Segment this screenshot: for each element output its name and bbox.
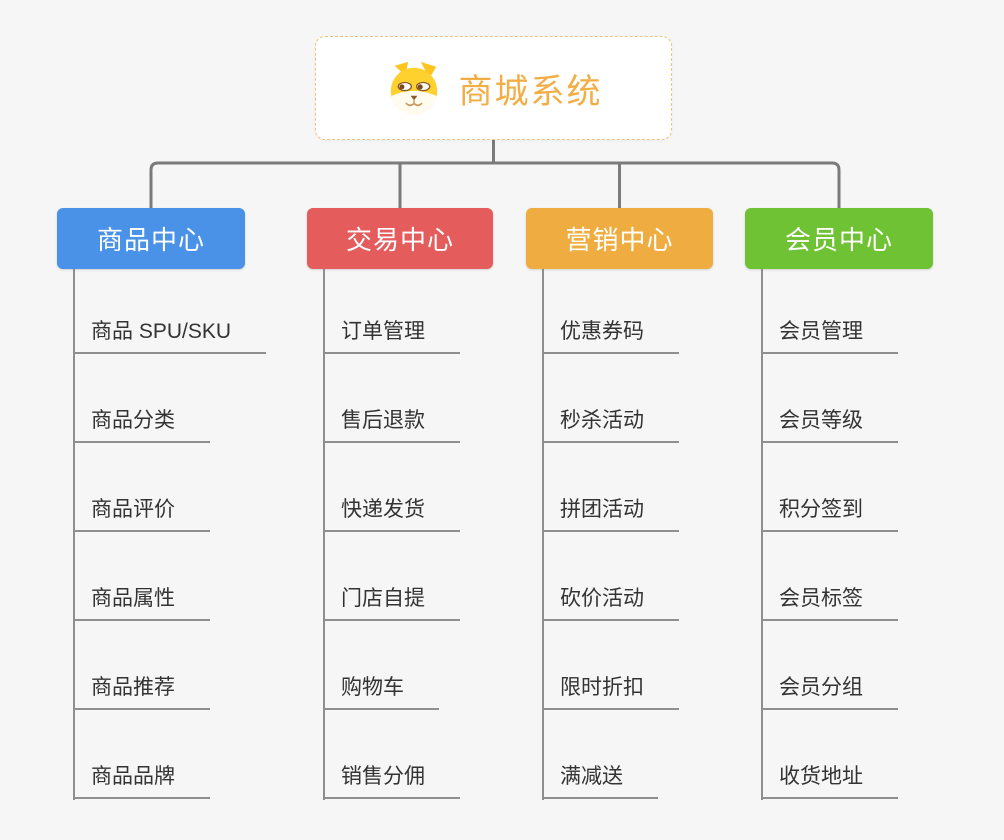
leaf-branch-line: [542, 269, 544, 800]
leaf-label: 积分签到: [761, 493, 898, 532]
root-node[interactable]: 商城系统: [315, 36, 672, 140]
leaf-item[interactable]: 商品推荐: [73, 621, 317, 710]
leaf-label: 砍价活动: [542, 582, 679, 621]
leaf-item[interactable]: 限时折扣: [542, 621, 786, 710]
leaf-branch-line: [323, 269, 325, 800]
leaf-item[interactable]: 购物车: [323, 621, 567, 710]
leaf-label: 商品评价: [73, 493, 210, 532]
leaf-item[interactable]: 销售分佣: [323, 710, 567, 799]
leaf-item[interactable]: 满减送: [542, 710, 786, 799]
leaf-branch-line: [761, 269, 763, 800]
leaf-item[interactable]: 售后退款: [323, 354, 567, 443]
leaf-item[interactable]: 商品分类: [73, 354, 317, 443]
leaf-column-marketing: 优惠券码 秒杀活动 拼团活动 砍价活动 限时折扣 满减送: [526, 269, 786, 800]
branch-label: 交易中心: [345, 225, 454, 255]
leaf-item[interactable]: 积分签到: [761, 443, 1004, 532]
leaf-label: 快递发货: [323, 493, 460, 532]
leaf-branch-line: [73, 269, 75, 800]
leaf-label: 满减送: [542, 760, 658, 799]
leaf-item[interactable]: 秒杀活动: [542, 354, 786, 443]
leaf-item[interactable]: 收货地址: [761, 710, 1004, 799]
leaf-label: 优惠券码: [542, 315, 679, 354]
leaf-label: 商品推荐: [73, 671, 210, 710]
leaf-item[interactable]: 优惠券码: [542, 269, 786, 354]
dog-face-icon: [390, 61, 437, 115]
leaf-item[interactable]: 会员分组: [761, 621, 1004, 710]
root-title: 商城系统: [458, 72, 603, 111]
leaf-item[interactable]: 快递发货: [323, 443, 567, 532]
leaf-label: 订单管理: [323, 315, 460, 354]
branch-label: 商品中心: [96, 225, 205, 255]
leaf-label: 会员标签: [761, 582, 898, 621]
leaf-item[interactable]: 门店自提: [323, 532, 567, 621]
leaf-label: 销售分佣: [323, 760, 460, 799]
branch-node-product-center[interactable]: 商品中心: [57, 208, 245, 269]
branch-label: 会员中心: [784, 225, 893, 255]
leaf-label: 购物车: [323, 671, 439, 710]
leaf-label: 商品分类: [73, 404, 210, 443]
leaf-column-product: 商品 SPU/SKU 商品分类 商品评价 商品属性 商品推荐 商品品牌: [57, 269, 317, 800]
leaf-item[interactable]: 砍价活动: [542, 532, 786, 621]
branch-node-marketing-center[interactable]: 营销中心: [526, 208, 713, 269]
leaf-item[interactable]: 会员管理: [761, 269, 1004, 354]
leaf-label: 门店自提: [323, 582, 460, 621]
leaf-label: 商品属性: [73, 582, 210, 621]
leaf-item[interactable]: 会员标签: [761, 532, 1004, 621]
leaf-label: 拼团活动: [542, 493, 679, 532]
leaf-item[interactable]: 拼团活动: [542, 443, 786, 532]
leaf-label: 会员分组: [761, 671, 898, 710]
leaf-column-trade: 订单管理 售后退款 快递发货 门店自提 购物车 销售分佣: [307, 269, 567, 800]
leaf-label: 商品 SPU/SKU: [73, 315, 267, 354]
leaf-item[interactable]: 订单管理: [323, 269, 567, 354]
leaf-item[interactable]: 商品品牌: [73, 710, 317, 799]
branch-node-trade-center[interactable]: 交易中心: [307, 208, 493, 269]
leaf-label: 秒杀活动: [542, 404, 679, 443]
leaf-label: 限时折扣: [542, 671, 679, 710]
leaf-label: 售后退款: [323, 404, 460, 443]
branch-node-member-center[interactable]: 会员中心: [745, 208, 933, 269]
leaf-label: 会员等级: [761, 404, 898, 443]
leaf-column-member: 会员管理 会员等级 积分签到 会员标签 会员分组 收货地址: [745, 269, 1004, 800]
leaf-item[interactable]: 会员等级: [761, 354, 1004, 443]
branch-label: 营销中心: [565, 225, 674, 255]
leaf-item[interactable]: 商品属性: [73, 532, 317, 621]
leaf-label: 会员管理: [761, 315, 898, 354]
leaf-label: 商品品牌: [73, 760, 210, 799]
leaf-item[interactable]: 商品 SPU/SKU: [73, 269, 317, 354]
leaf-label: 收货地址: [761, 760, 898, 799]
leaf-item[interactable]: 商品评价: [73, 443, 317, 532]
